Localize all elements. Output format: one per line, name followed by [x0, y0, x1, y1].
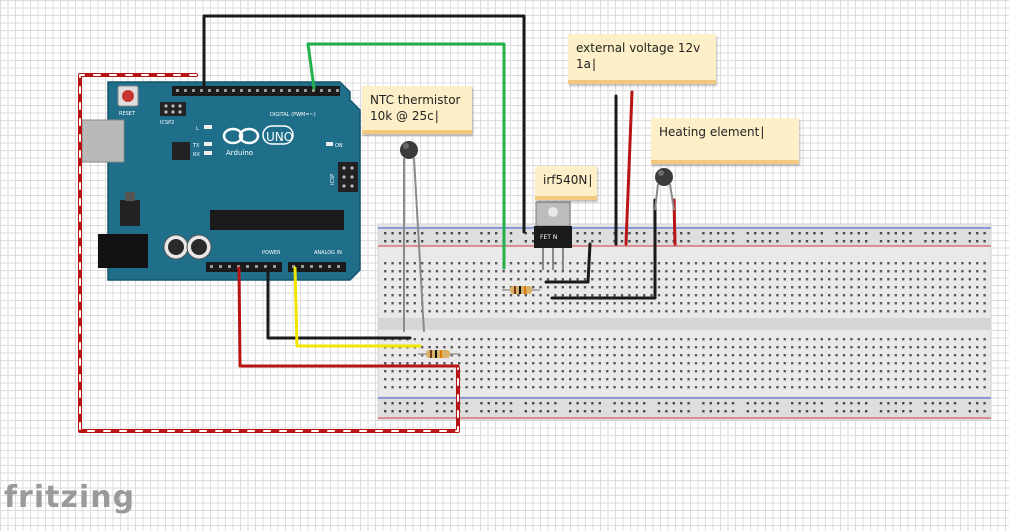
led-tx-label: TX	[192, 143, 200, 149]
reset-label: RESET	[119, 111, 136, 117]
fritzing-logo: fritzing	[4, 480, 136, 515]
breadboard-holes	[384, 232, 986, 413]
small-chip	[172, 142, 190, 160]
microcontroller-chip	[210, 210, 344, 230]
wires	[78, 14, 677, 433]
note-heater-text: Heating element	[659, 124, 791, 140]
note-heating-element[interactable]: Heating element	[651, 118, 799, 164]
resistor-1[interactable]	[502, 286, 540, 294]
analog-header	[288, 262, 346, 272]
note-mosfet-text: irf540N	[543, 172, 592, 188]
uno-logo-text: UNO	[266, 130, 293, 144]
mosfet-irf540n[interactable]: FET N	[534, 201, 572, 270]
voltage-regulator	[120, 200, 140, 226]
led-rx-label: RX	[193, 152, 200, 158]
note-ntc-line1: NTC thermistor	[370, 93, 461, 107]
mosfet-label: FET N	[540, 234, 557, 241]
icsp2-label: ICSP2	[160, 120, 174, 126]
note-external-voltage[interactable]: external voltage 12v 1a	[568, 34, 716, 84]
wire-ext-red	[624, 90, 634, 246]
arduino-brand: Arduino	[226, 149, 253, 157]
icsp-header	[338, 162, 358, 192]
heating-element[interactable]	[654, 168, 675, 211]
note-ext-line1: external voltage 12v	[576, 41, 701, 55]
digital-label: DIGITAL (PWM=~)	[270, 112, 316, 118]
wire-yellow	[293, 266, 422, 348]
wire-black-gnd	[266, 266, 412, 340]
analog-label: ANALOG IN	[314, 250, 342, 256]
icsp2-header	[160, 102, 186, 116]
capacitors	[163, 234, 212, 260]
arduino-logo	[222, 125, 294, 145]
led-l-label: L	[196, 126, 199, 132]
power-header	[206, 262, 282, 272]
power-label: POWER	[262, 250, 281, 256]
resistor-2[interactable]	[418, 350, 460, 358]
usb-connector	[81, 119, 125, 163]
wire-red-5v	[237, 266, 460, 368]
arduino-uno-board[interactable]: RESET ICSP2 DIGITAL (PWM=~) UNO Arduino …	[81, 81, 361, 281]
note-ntc-line2: 10k @ 25c	[370, 108, 464, 124]
wire-black-mosfet	[544, 242, 592, 284]
power-jack	[98, 234, 148, 268]
note-mosfet[interactable]: irf540N	[535, 166, 597, 200]
wire-black-heater	[550, 198, 657, 300]
wire-green	[306, 42, 506, 270]
ntc-thermistor[interactable]	[400, 141, 425, 333]
note-ntc-thermistor[interactable]: NTC thermistor 10k @ 25c	[362, 86, 472, 134]
led-on-label: ON	[335, 143, 343, 149]
icsp-label: ICSP	[330, 174, 336, 185]
wire-black-top	[202, 14, 526, 234]
breadboard[interactable]	[377, 223, 992, 421]
note-ext-line2: 1a	[576, 56, 708, 72]
